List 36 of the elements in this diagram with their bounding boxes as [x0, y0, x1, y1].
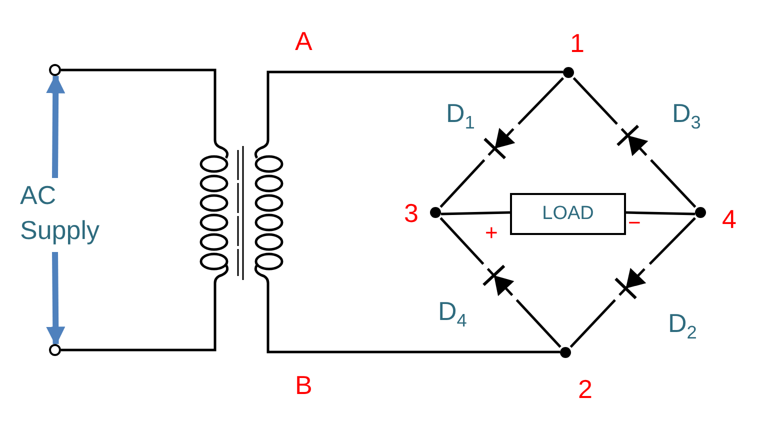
node-number: 2	[578, 376, 592, 402]
supply-label: AC Supply	[20, 178, 125, 252]
wire	[266, 70, 563, 128]
junction-dot	[563, 67, 574, 78]
diode-label: D$_{2}$	[668, 310, 697, 342]
junction-dot	[695, 207, 706, 218]
wire	[570, 299, 616, 348]
junction-dot	[560, 347, 571, 358]
terminal-circle	[49, 344, 61, 356]
arrow	[46, 74, 66, 178]
diode-label: D$_{3}$	[672, 100, 701, 132]
circuit-label: A	[295, 28, 312, 54]
node-number: 1	[570, 30, 584, 56]
wire	[266, 295, 560, 354]
wire	[572, 77, 618, 125]
wire	[440, 217, 484, 265]
terminal-circle	[49, 64, 61, 76]
circuit-label: +	[485, 222, 498, 244]
wire	[516, 299, 562, 348]
circuit-label: −	[628, 212, 641, 234]
wire	[61, 295, 216, 352]
diode-label: D$_{1}$	[446, 100, 475, 132]
load-resistor: LOAD	[510, 193, 626, 235]
node-number: 3	[404, 200, 418, 226]
arrow	[46, 252, 66, 346]
wire	[626, 211, 696, 216]
wire	[518, 77, 564, 125]
circuit-label: B	[295, 372, 312, 398]
junction-dot	[430, 207, 441, 218]
wire	[440, 211, 510, 216]
diode-label: D$_{4}$	[438, 298, 467, 330]
wire	[650, 159, 696, 208]
wire	[440, 159, 486, 208]
node-number: 4	[722, 206, 736, 232]
wire	[648, 217, 696, 265]
wire	[61, 68, 216, 128]
